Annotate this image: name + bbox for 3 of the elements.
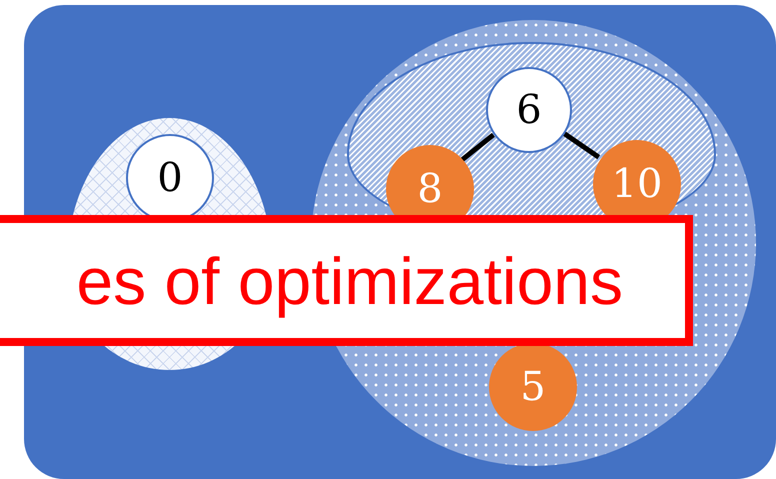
connector-line [561, 130, 600, 160]
number-circle: 6 [486, 67, 572, 153]
number-circle: 5 [489, 343, 577, 431]
